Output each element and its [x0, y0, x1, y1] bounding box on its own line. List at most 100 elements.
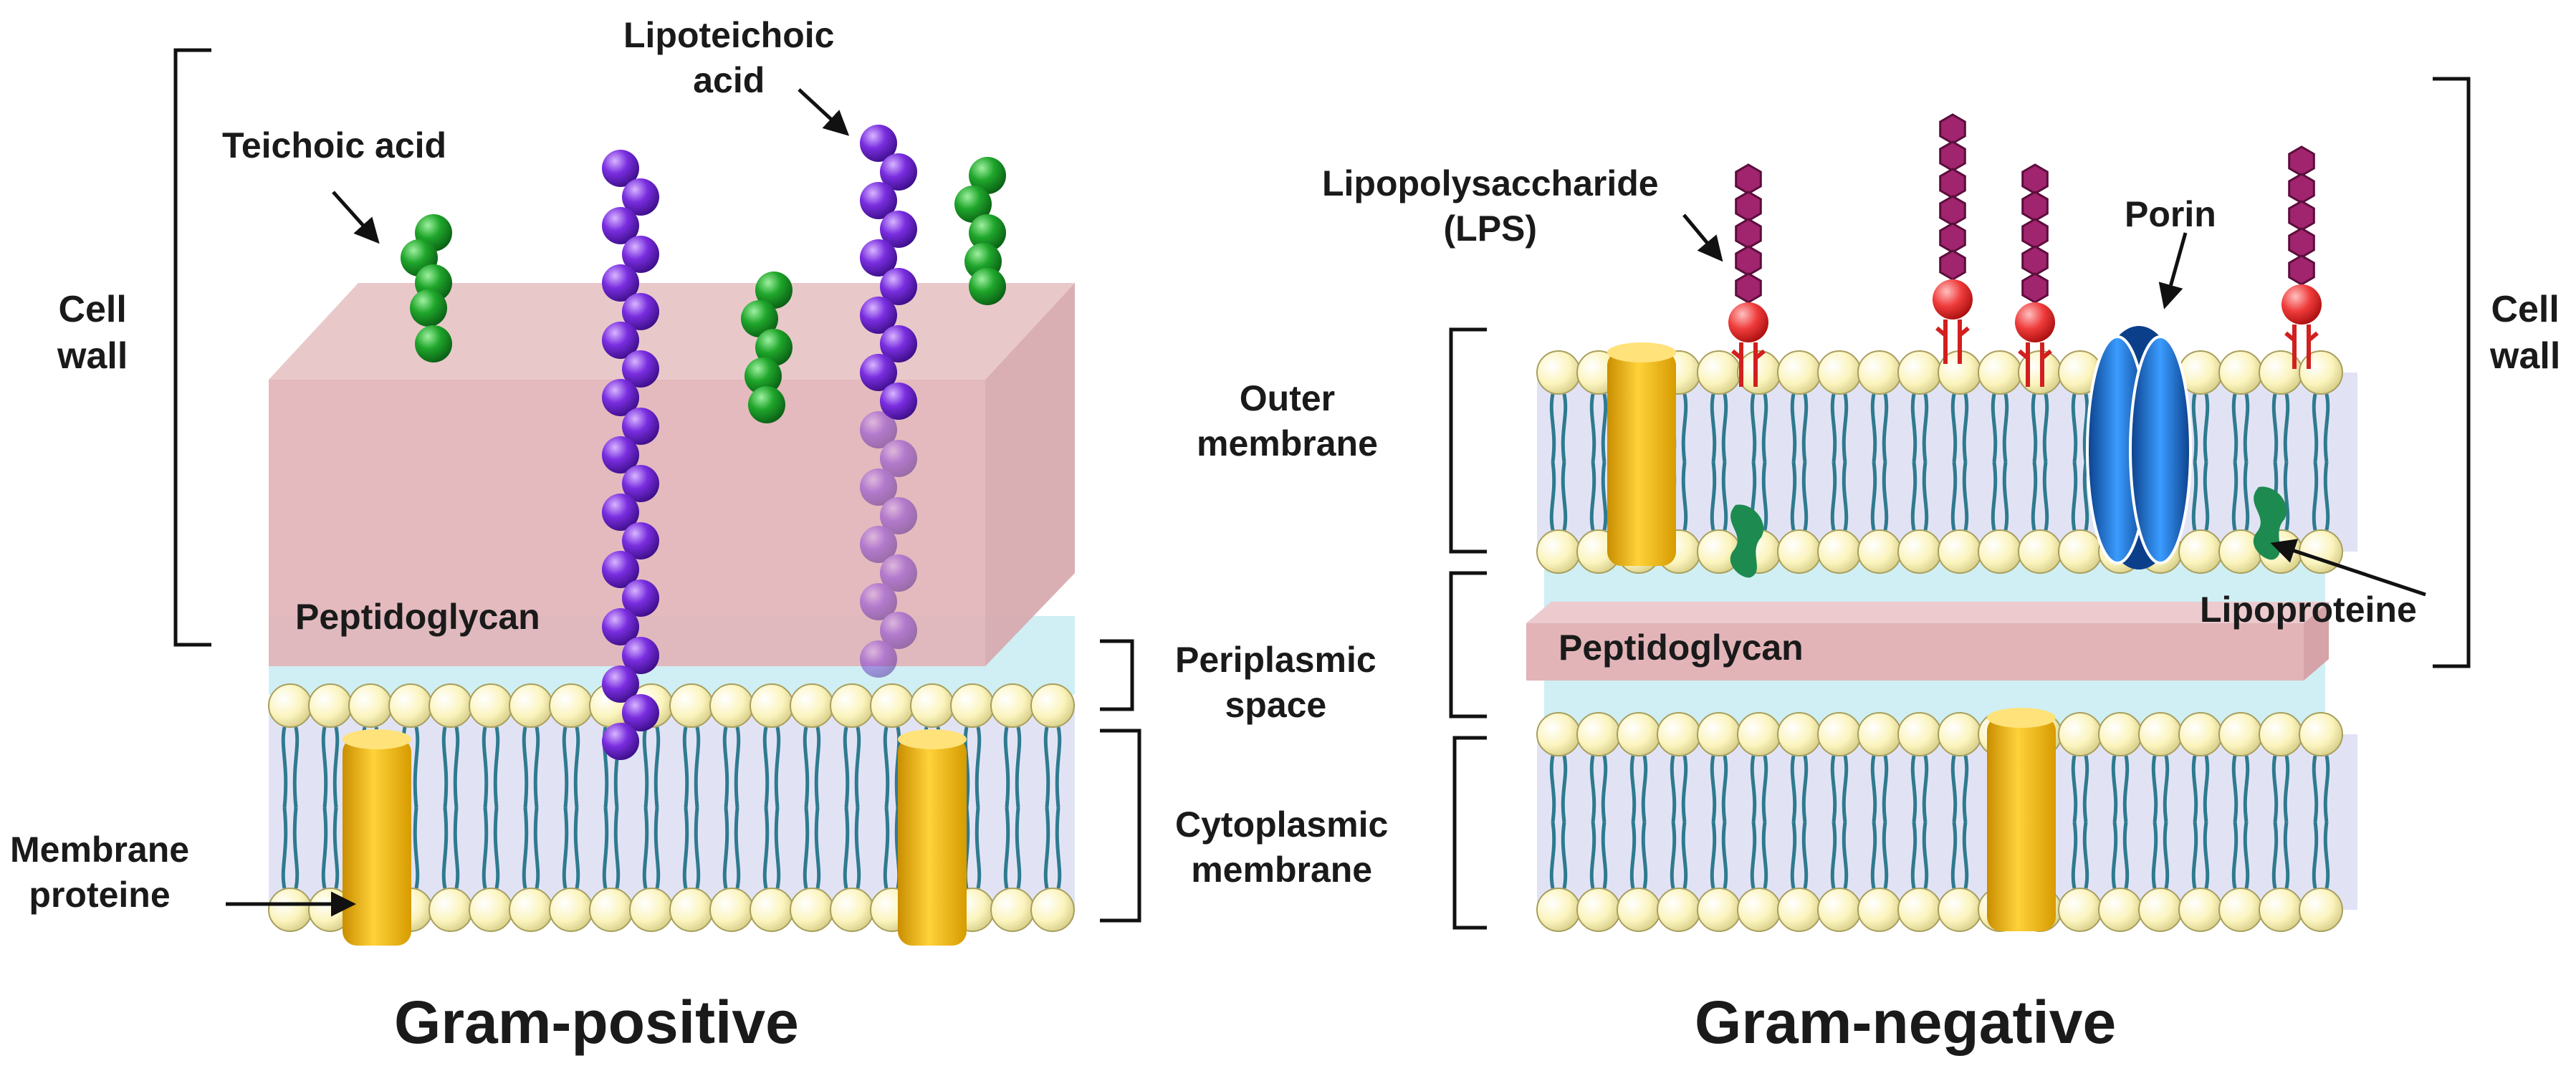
lipid-tail — [1761, 393, 1768, 463]
lipid-tail — [1681, 755, 1688, 822]
lipid-tail — [1761, 755, 1768, 822]
lipid-head — [1536, 529, 1581, 574]
lipid-tail — [2312, 461, 2319, 531]
lipid-head — [2018, 529, 2062, 574]
lipid-tail — [2271, 755, 2279, 822]
lipid-tail — [1003, 726, 1010, 808]
lipid-tail — [1750, 393, 1757, 463]
lipid-tail — [762, 807, 770, 889]
lipid-tail — [1721, 755, 1728, 822]
lipid-tail — [774, 807, 781, 889]
lipid-tail — [1589, 461, 1596, 531]
teichoic-acid-chain-3-bead — [954, 186, 992, 223]
lipid-head — [1978, 529, 2022, 574]
lipoteichoic-acid-chain-2-faded-bead — [860, 411, 897, 448]
lipid-tail — [562, 726, 569, 808]
lipoteichoic-acid-chain-2-faded-bead — [860, 526, 897, 563]
teichoic-acid-chain-1 — [401, 214, 452, 362]
lipid-tail — [734, 807, 741, 889]
lipid-tail — [1991, 461, 1998, 531]
membrane-protein-right — [898, 729, 967, 946]
lps-chain-1 — [1728, 163, 1768, 387]
lipid-tail — [533, 726, 540, 808]
lipid-a-tails — [2284, 325, 2319, 369]
lipid-tail — [1589, 822, 1596, 889]
lipid-head — [509, 888, 553, 932]
lipid-tail — [1561, 822, 1568, 889]
lipid-tail — [1055, 726, 1062, 808]
lipid-head — [1938, 888, 1982, 932]
gram-negative-title: Gram-negative — [1695, 989, 2117, 1056]
lipid-head — [1697, 712, 1741, 756]
lipid-tail — [2031, 393, 2038, 463]
lipid-head — [1777, 529, 1821, 574]
lipid-tail — [2111, 755, 2118, 822]
lipid-head — [1657, 888, 1701, 932]
lipid-tail — [1830, 822, 1837, 889]
lipoteichoic-acid-chain-1-bead — [622, 637, 659, 674]
lps-sugar-hexagon — [1735, 191, 1762, 222]
lipid-tail — [2203, 822, 2210, 889]
teichoic-acid-label: Teichoic acid — [222, 125, 447, 165]
lipid-tail — [2283, 461, 2290, 531]
lipid-head — [1617, 888, 1661, 932]
lipid-head — [1697, 888, 1741, 932]
lipid-head — [469, 683, 513, 728]
lipid-tail — [2312, 755, 2319, 822]
lipid-tail — [2203, 393, 2210, 463]
lipid-tail — [2231, 755, 2239, 822]
lipoteichoic-acid-chain-1-bead — [602, 436, 639, 474]
lipid-head — [1030, 888, 1075, 932]
lipid-tail — [573, 726, 580, 808]
lipoteichoic-acid-chain-2-faded-bead — [860, 640, 897, 678]
lipid-tail — [1882, 393, 1889, 463]
lipid-tail — [613, 807, 621, 889]
lipid-tail — [482, 807, 489, 889]
lipid-tail — [883, 807, 890, 889]
lipid-tail — [292, 726, 300, 808]
lipoteichoic-acid-chain-1-bead — [602, 494, 639, 531]
lipid-tail — [1922, 755, 1929, 822]
lipid-head — [2058, 712, 2102, 756]
lipid-head — [589, 888, 633, 932]
lipoteichoic-acid-chain-2-bead — [880, 211, 917, 248]
lipid-tail — [1043, 726, 1050, 808]
lipid-tail — [1681, 822, 1688, 889]
lipid-tail — [2002, 461, 2009, 531]
lipid-head — [2259, 888, 2303, 932]
lipoprotein-left — [1730, 504, 1764, 578]
lipid-tail — [602, 807, 609, 889]
lps-sugar-hexagon — [2288, 254, 2315, 286]
lipid-head — [1777, 888, 1821, 932]
teichoic-acid-chain-2 — [741, 272, 793, 423]
lipid-tail — [1681, 461, 1688, 531]
lipid-head — [1857, 888, 1902, 932]
lipid-head — [308, 683, 353, 728]
inner-membrane-protein — [1987, 708, 2056, 931]
lipoteichoic-acid-chain-2-faded-bead — [860, 468, 897, 506]
lipid-head — [509, 683, 553, 728]
lipid-tail — [1790, 822, 1797, 889]
lipid-tail — [1761, 461, 1768, 531]
lipid-head — [990, 683, 1035, 728]
lipid-head — [750, 888, 794, 932]
lipid-head — [1938, 712, 1982, 756]
porin-label: Porin — [2125, 194, 2216, 234]
lipid-head — [2178, 712, 2223, 756]
lipid-tail — [1910, 461, 1917, 531]
lipid-head — [669, 683, 714, 728]
lipid-head — [1697, 350, 1741, 395]
lipid-a-core — [2281, 284, 2322, 325]
teichoic-acid-chain-2-bead — [741, 300, 778, 337]
lps-sugar-hexagon — [2288, 227, 2315, 259]
lipid-tail — [2312, 393, 2319, 463]
lipoteichoic-acid-chain-2-bead — [880, 268, 917, 305]
lps-sugar-hexagon — [1939, 222, 1966, 254]
lipid-a-core — [1933, 279, 1973, 319]
lipid-tail — [682, 726, 689, 808]
porin — [2086, 326, 2192, 570]
lipid-head — [2299, 712, 2343, 756]
